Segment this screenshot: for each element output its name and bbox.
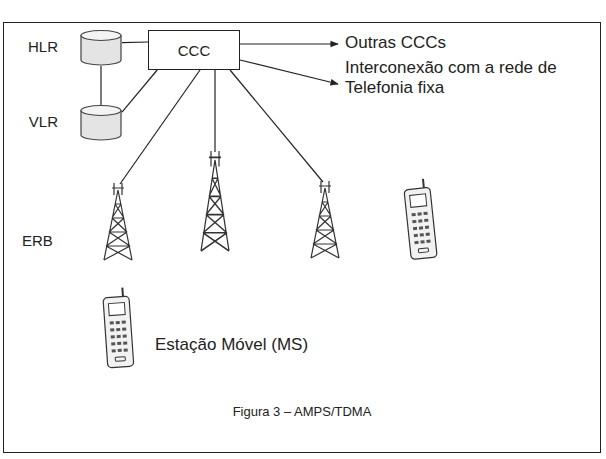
cylinder-outline — [80, 105, 122, 141]
connector-line — [100, 66, 101, 105]
database-cylinder: HLR — [80, 30, 122, 66]
node-label: VLR — [29, 113, 58, 130]
switch-box: CCC — [148, 30, 240, 70]
tower-symbol — [201, 151, 229, 251]
phone-symbol — [403, 178, 437, 259]
tower-symbol — [104, 183, 132, 260]
text-label: Estação Móvel (MS) — [155, 335, 375, 355]
figure-caption: Figura 3 – AMPS/TDMA — [3, 404, 601, 420]
trunk-arrows — [240, 44, 338, 84]
database-cylinder: VLR — [80, 105, 122, 141]
tower-links — [120, 70, 323, 184]
phone-symbol — [102, 287, 133, 368]
node-label: CCC — [178, 42, 211, 59]
connector-line — [122, 41, 148, 43]
text-label: Outras CCCs — [345, 33, 585, 53]
connector-line — [122, 70, 157, 112]
frame — [4, 23, 601, 453]
tower-symbol — [311, 181, 339, 258]
cylinder-outline — [80, 30, 122, 66]
node-label: HLR — [28, 38, 58, 55]
text-label: ERB — [22, 232, 82, 250]
text-label: Interconexão com a rede de Telefonia fix… — [345, 58, 577, 99]
